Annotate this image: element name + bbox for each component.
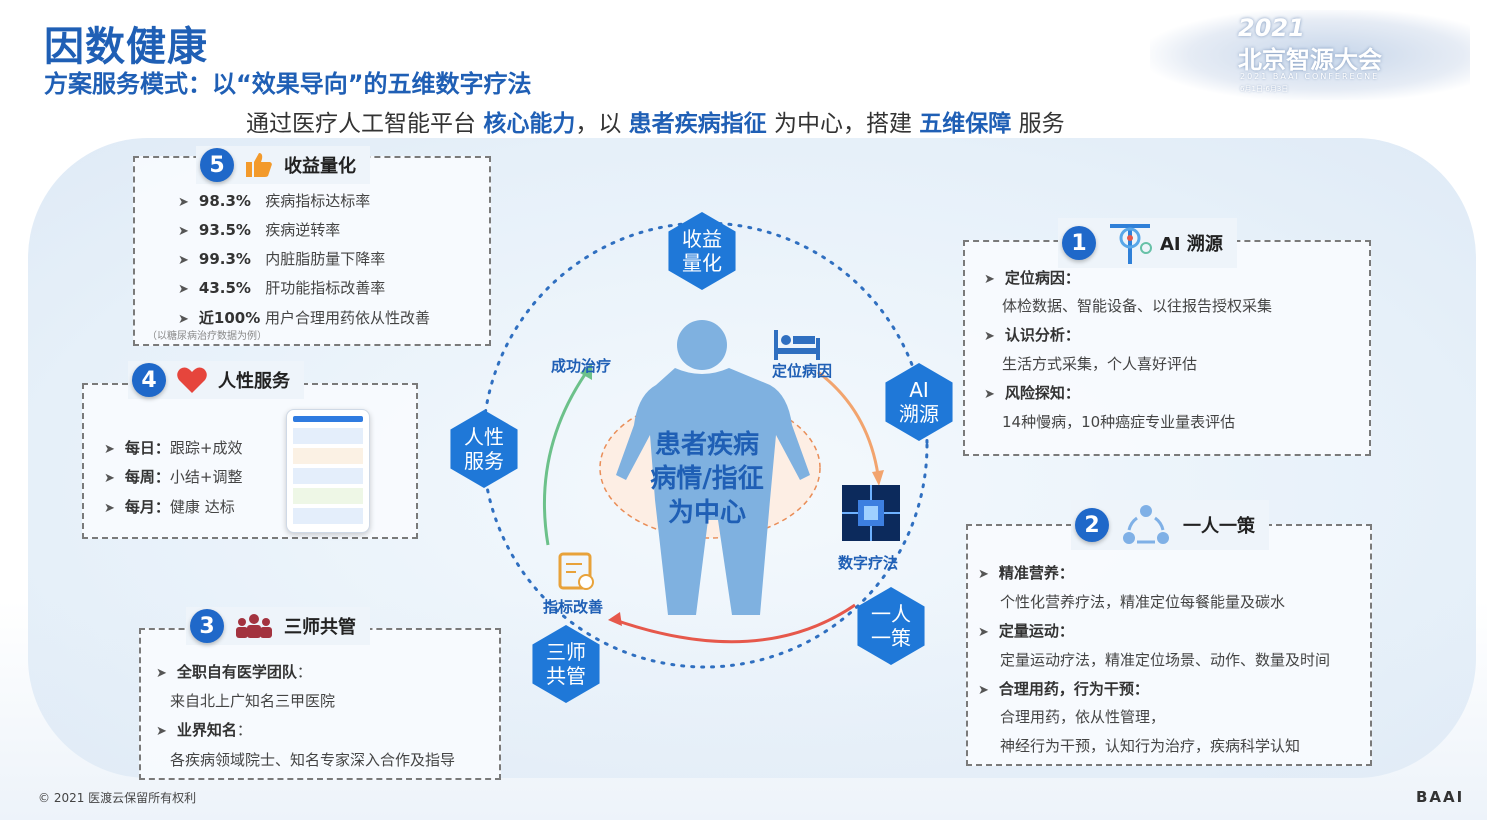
list-item-detail: 个性化营养疗法，精准定位每餐能量及碳水 (1000, 593, 1286, 611)
box-human-header: 4 人性服务 (128, 361, 304, 399)
list-item: ➤近100% 用户合理用药依从性改善 (178, 309, 431, 327)
stat-value: 43.5% (198, 279, 251, 297)
hex-team: 三师共管 (532, 625, 600, 703)
list-item: ➤93.5% 疾病逆转率 (178, 221, 341, 239)
stat-text: 内脏脂肪量下降率 (265, 250, 386, 268)
conference-logo-bg (1150, 10, 1470, 100)
hex-benefit: 收益量化 (668, 212, 736, 290)
brand-logo: BAAI (1416, 788, 1465, 806)
list-item-detail: 14种慢病，10种癌症专业量表评估 (1002, 413, 1236, 431)
tagline-part: ，以 (575, 111, 622, 137)
arrow-green (542, 369, 590, 546)
tagline-emphasis: 患者疾病指征 (628, 111, 767, 137)
box-label: AI 溯源 (1160, 234, 1223, 255)
list-item-detail: 各疾病领域院士、知名专家深入合作及指导 (170, 751, 456, 769)
list-item: ➤业界知名： (156, 721, 252, 739)
list-item: ➤每日：跟踪+成效 (104, 439, 243, 457)
list-item: ➤定位病因： (984, 269, 1080, 287)
report-icon (558, 552, 594, 590)
hex-plan: 一人一策 (857, 587, 925, 665)
stat-value: 98.3% (198, 192, 251, 210)
list-item: ➤合理用药，行为干预： (978, 680, 1149, 698)
tagline-part: 服务 (1018, 111, 1065, 137)
box-benefit (133, 156, 491, 346)
box-plan (966, 524, 1372, 766)
list-item-detail: 体检数据、智能设备、以往报告授权采集 (1002, 297, 1273, 315)
label-improve: 指标改善 (543, 598, 604, 616)
list-item: ➤定量运动： (978, 622, 1074, 640)
digital-chip-image (842, 485, 900, 541)
list-item-detail: 生活方式采集，个人喜好评估 (1002, 355, 1198, 373)
box-label: 一人一策 (1183, 516, 1255, 537)
page-subtitle: 方案服务模式：以“效果导向”的五维数字疗法 (44, 70, 532, 98)
team-icon (236, 614, 272, 638)
number-badge: 4 (132, 363, 166, 397)
list-item: ➤43.5% 肝功能指标改善率 (178, 279, 386, 297)
list-item: ➤每周：小结+调整 (104, 468, 243, 486)
label-digital: 数字疗法 (838, 554, 899, 572)
box-ai-trace (963, 240, 1371, 456)
page-title: 因数健康 (44, 24, 208, 70)
list-item-detail: 定量运动疗法，精准定位场景、动作、数量及时间 (1000, 651, 1331, 669)
stat-text: 疾病逆转率 (265, 221, 341, 239)
list-item-detail: 神经行为干预，认知行为治疗，疾病科学认知 (1000, 737, 1301, 755)
scan-icon (1110, 224, 1152, 264)
stat-text: 肝功能指标改善率 (265, 279, 386, 297)
copyright: © 2021 医渡云保留所有权利 (38, 791, 197, 805)
center-focus-text: 患者疾病 病情/指征 为中心 (650, 430, 764, 528)
box-team-header: 3 三师共管 (186, 607, 370, 645)
list-item: ➤98.3% 疾病指标达标率 (178, 192, 371, 210)
list-item: ➤认识分析： (984, 326, 1080, 344)
tagline-part: 为中心，搭建 (773, 111, 912, 137)
tagline-emphasis: 五维保障 (919, 111, 1012, 137)
conference-english: 2021 BAAI CONFERECNE (1240, 72, 1380, 81)
stat-text: 用户合理用药依从性改善 (265, 309, 431, 327)
stat-value: 近100% (198, 309, 261, 327)
cycle-icon (1123, 505, 1169, 544)
box-label: 三师共管 (284, 617, 356, 638)
human-body-figure (616, 320, 810, 615)
box-plan-header: 2 一人一策 (1071, 500, 1269, 550)
box-team (139, 628, 501, 780)
arrow-orange (817, 370, 880, 476)
box-label: 人性服务 (218, 371, 290, 392)
list-item: ➤精准营养： (978, 564, 1074, 582)
label-locate: 定位病因 (772, 362, 833, 380)
label-success: 成功治疗 (551, 357, 612, 375)
list-item: ➤99.3% 内脏脂肪量下降率 (178, 250, 386, 268)
list-item: ➤全职自有医学团队： (156, 663, 312, 681)
conference-year: 2021 (1238, 14, 1305, 42)
stat-value: 93.5% (198, 221, 251, 239)
number-badge: 1 (1062, 226, 1096, 260)
footnote: （以糖尿病治疗数据为例） (147, 331, 267, 342)
number-badge: 3 (190, 609, 224, 643)
tagline-part: 通过医疗人工智能平台 (246, 111, 476, 137)
list-item: ➤风险探知： (984, 384, 1080, 402)
number-badge: 2 (1075, 508, 1109, 542)
hex-human-service: 人性服务 (450, 410, 518, 488)
list-item-detail: 来自北上广知名三甲医院 (170, 692, 336, 710)
conference-date: 6月1日-6月3日 (1240, 85, 1289, 93)
tagline: 通过医疗人工智能平台 核心能力，以 患者疾病指征 为中心，搭建 五维保障 服务 (246, 104, 1065, 138)
stat-value: 99.3% (198, 250, 251, 268)
outer-dotted-ring (481, 221, 929, 669)
list-item: ➤每月：健康 达标 (104, 498, 235, 516)
number-badge: 5 (200, 148, 234, 182)
arrow-red (614, 603, 856, 644)
box-ai-header: 1 AI 溯源 (1058, 218, 1237, 268)
bed-icon (774, 330, 820, 360)
thumbs-up-icon (246, 153, 272, 177)
box-benefit-header: 5 收益量化 (196, 146, 370, 184)
phone-screenshot-image (286, 409, 370, 533)
box-label: 收益量化 (284, 156, 356, 177)
conference-name: 北京智源大会 (1238, 46, 1382, 74)
heart-icon (177, 367, 207, 393)
tagline-emphasis: 核心能力 (483, 111, 576, 137)
list-item-detail: 合理用药，依从性管理， (1000, 708, 1166, 726)
center-diagram (481, 221, 929, 669)
stat-text: 疾病指标达标率 (265, 192, 371, 210)
